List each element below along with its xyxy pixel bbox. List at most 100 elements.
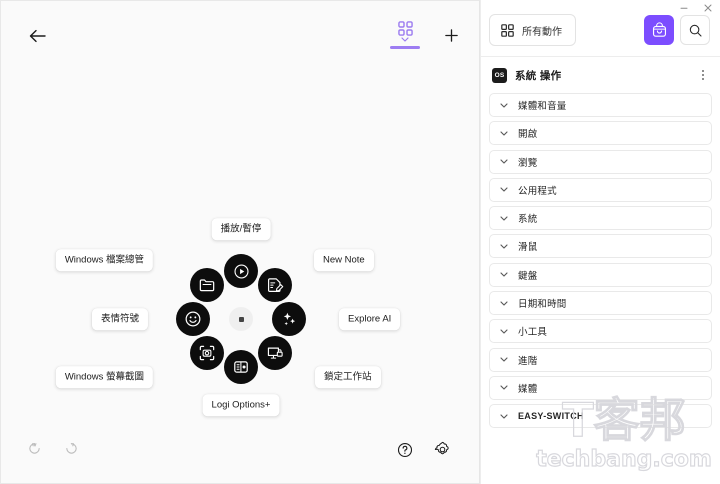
radial-label-new-note[interactable]: New Note — [314, 249, 374, 271]
radial-label-logi-options[interactable]: Logi Options+ — [202, 394, 280, 416]
search-button[interactable] — [680, 15, 710, 45]
category-row[interactable]: 開啟 — [489, 121, 712, 146]
category-label: 鍵盤 — [518, 270, 538, 282]
store-button[interactable] — [644, 15, 674, 45]
tab-radial-menu[interactable] — [383, 17, 427, 49]
minimize-button[interactable] — [676, 1, 692, 15]
category-label: 系統 — [518, 214, 538, 226]
chevron-down-icon — [500, 216, 508, 221]
category-row[interactable]: EASY-SWITCH — [489, 404, 712, 429]
radial-node-explore-ai[interactable] — [272, 302, 306, 336]
undo-icon — [29, 443, 40, 454]
radial-node-lock-workstation[interactable] — [258, 336, 292, 370]
back-button[interactable] — [26, 25, 48, 47]
category-row[interactable]: 小工具 — [489, 319, 712, 344]
lock-screen-icon — [266, 344, 284, 362]
all-actions-button[interactable]: 所有動作 — [489, 14, 576, 46]
kebab-dot — [702, 70, 704, 72]
bag-icon — [652, 21, 666, 37]
category-row[interactable]: 滑鼠 — [489, 234, 712, 259]
add-tab-button[interactable] — [439, 23, 463, 47]
chevron-down-icon — [500, 385, 508, 391]
radial-node-logi-options[interactable] — [224, 350, 258, 384]
center-dot-icon — [238, 316, 244, 322]
category-list[interactable]: 媒體和音量開啟瀏覽公用程式系統滑鼠鍵盤日期和時間小工具進階媒體 EASY-SWIT… — [481, 93, 720, 484]
category-row[interactable]: 媒體 — [489, 375, 712, 400]
undo-button[interactable] — [27, 441, 42, 456]
help-circle-icon — [397, 442, 413, 457]
category-label: 媒體 — [518, 383, 538, 395]
radial-node-windows-explorer[interactable] — [190, 268, 224, 302]
radial-center-button[interactable] — [229, 307, 253, 331]
tab-active-indicator — [390, 46, 420, 49]
emoji-icon — [184, 310, 202, 328]
back-arrow-icon — [29, 29, 46, 43]
redo-button[interactable] — [64, 441, 79, 456]
plus-icon — [444, 28, 458, 42]
radial-label-windows-snip[interactable]: Windows 螢幕截圖 — [55, 366, 153, 388]
category-label: 媒體和音量 — [518, 101, 567, 112]
gear-icon — [434, 441, 449, 455]
radial-node-emoji[interactable] — [176, 302, 210, 336]
library-header: 所有動作 — [481, 0, 720, 57]
actions-library-pane: 所有動作 OS 系統 操作 — [480, 0, 720, 484]
category-row[interactable]: 進階 — [489, 347, 712, 372]
section-header: OS 系統 操作 — [481, 57, 720, 93]
category-row[interactable]: 鍵盤 — [489, 262, 712, 287]
chevron-down-icon — [500, 159, 508, 164]
window-controls — [676, 0, 716, 16]
category-label: 日期和時間 — [518, 299, 567, 311]
minimize-icon — [680, 7, 688, 9]
help-button[interactable] — [397, 442, 413, 458]
category-row[interactable]: 日期和時間 — [489, 291, 712, 316]
chevron-down-icon — [500, 357, 508, 362]
all-actions-label: 所有動作 — [522, 26, 562, 38]
footer-actions — [397, 441, 451, 458]
kebab-menu-icon[interactable] — [696, 67, 710, 83]
chevron-down-icon — [500, 329, 508, 334]
radial-label-lock-workstation[interactable]: 鎖定工作站 — [315, 366, 381, 388]
close-icon — [704, 4, 712, 12]
radial-label-play-pause[interactable]: 播放/暫停 — [211, 218, 271, 240]
folder-icon — [198, 276, 216, 294]
radial-label-windows-explorer[interactable]: Windows 檔案總管 — [55, 249, 153, 271]
grid-icon — [501, 23, 514, 37]
category-row[interactable]: 系統 — [489, 206, 712, 231]
radial-node-new-note[interactable] — [258, 268, 292, 302]
editor-footer — [1, 421, 479, 483]
category-row[interactable]: 瀏覽 — [489, 149, 712, 174]
radial-label-emoji[interactable]: 表情符號 — [91, 308, 148, 330]
chevron-down-icon — [500, 102, 508, 108]
play-icon — [233, 263, 250, 280]
category-label: 瀏覽 — [518, 157, 538, 169]
radial-label-explore-ai[interactable]: Explore AI — [339, 308, 401, 330]
grid-icon — [397, 21, 413, 36]
kebab-dot — [702, 78, 704, 80]
radial-node-windows-snip[interactable] — [190, 336, 224, 370]
screenshot-icon — [198, 344, 216, 362]
section-title: 系統 操作 — [515, 69, 562, 82]
category-row[interactable]: 公用程式 — [489, 177, 712, 202]
chevron-down-icon — [500, 187, 508, 192]
redo-icon — [66, 443, 77, 454]
settings-button[interactable] — [434, 441, 451, 458]
history-controls — [27, 441, 79, 456]
category-label: 小工具 — [518, 327, 548, 339]
tab-bar — [383, 17, 463, 49]
chevron-down-icon — [500, 131, 508, 136]
chevron-down-icon — [500, 414, 508, 419]
category-label: 公用程式 — [518, 185, 557, 197]
chevron-down-icon — [401, 37, 409, 42]
editor-toolbar — [1, 1, 479, 63]
note-edit-icon — [266, 276, 284, 294]
close-button[interactable] — [700, 1, 716, 15]
category-row[interactable]: 媒體和音量 — [489, 93, 712, 117]
radial-node-play-pause[interactable] — [224, 254, 258, 288]
logi-options-icon — [232, 358, 250, 376]
category-label: 進階 — [518, 355, 538, 367]
os-badge: OS — [492, 67, 507, 83]
